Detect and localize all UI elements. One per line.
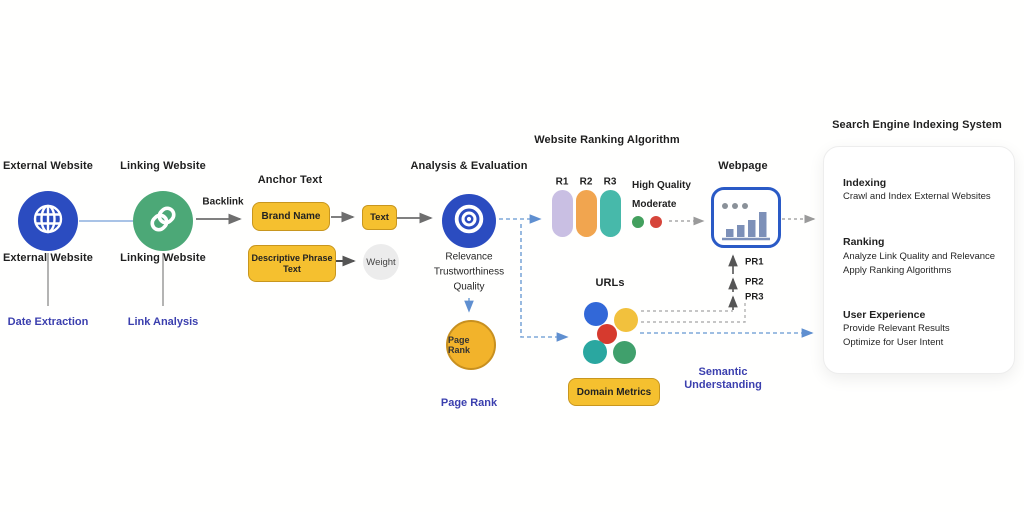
panel-heading-ranking: Ranking — [843, 236, 885, 248]
criterion-relevance: Relevance — [445, 251, 493, 263]
pr1-label: PR1 — [745, 256, 764, 268]
url-circle-green — [613, 341, 636, 364]
panel-heading-indexing: Indexing — [843, 177, 887, 189]
indexing-system-title: Search Engine Indexing System — [832, 119, 1002, 131]
webpage-title: Webpage — [718, 160, 768, 172]
external-website-node — [18, 191, 78, 251]
quality-dot-red — [650, 216, 662, 228]
weight-node: Weight — [363, 244, 399, 280]
rank-pill-r3 — [600, 190, 621, 237]
domain-metrics-node: Domain Metrics — [568, 378, 660, 406]
panel-line-provide: Provide Relevant Results — [843, 323, 950, 334]
panel-line-crawl: Crawl and Index External Websites — [843, 191, 991, 202]
page-rank-caption: Page Rank — [440, 397, 498, 409]
criterion-quality: Quality — [453, 281, 485, 293]
globe-icon — [28, 199, 68, 244]
date-extraction-label: Date Extraction — [7, 316, 89, 328]
linking-website-title: Linking Website — [120, 160, 206, 172]
external-website-title: External Website — [2, 160, 94, 172]
pr3-label: PR3 — [745, 291, 764, 303]
panel-line-apply: Apply Ranking Algorithms — [843, 265, 952, 276]
criterion-trustworthiness: Trustworthiness — [433, 266, 505, 278]
browser-dots-icon — [722, 196, 752, 214]
linking-website-node — [133, 191, 193, 251]
bullseye-icon — [450, 200, 488, 243]
linking-website-caption: Linking Website — [120, 252, 206, 264]
panel-heading-user-experience: User Experience — [843, 309, 926, 321]
quality-dot-green — [632, 216, 644, 228]
high-quality-label: High Quality — [632, 180, 691, 191]
analysis-criteria: Relevance Trustworthiness Quality — [434, 250, 504, 295]
link-analysis-label: Link Analysis — [127, 316, 199, 328]
pill-label-r2: R2 — [579, 176, 593, 188]
text-node: Text — [362, 205, 397, 230]
moderate-label: Moderate — [632, 199, 677, 210]
website-ranking-algorithm-title: Website Ranking Algorithm — [534, 134, 680, 146]
anchor-text-title: Anchor Text — [257, 174, 323, 186]
external-website-caption: External Website — [2, 252, 94, 264]
indexing-system-panel — [823, 146, 1015, 374]
rank-pill-r1 — [552, 190, 573, 237]
pill-label-r3: R3 — [603, 176, 617, 188]
panel-line-optimize: Optimize for User Intent — [843, 337, 944, 348]
descriptive-phrase-node: Descriptive Phrase Text — [248, 245, 336, 282]
urls-title: URLs — [595, 277, 625, 289]
webpage-browser-icon — [711, 187, 781, 248]
analysis-target-node — [442, 194, 496, 248]
bar-chart-icon — [719, 207, 773, 247]
brand-name-node: Brand Name — [252, 202, 330, 231]
url-circle-teal — [583, 340, 607, 364]
rank-pill-r2 — [576, 190, 597, 237]
link-chain-icon — [143, 199, 183, 244]
url-circle-red — [597, 324, 617, 344]
url-circle-yellow — [614, 308, 638, 332]
url-circle-blue — [584, 302, 608, 326]
backlink-label: Backlink — [202, 196, 244, 208]
panel-line-analyze: Analyze Link Quality and Relevance — [843, 251, 996, 262]
pill-label-r1: R1 — [555, 176, 569, 188]
semantic-understanding-label: Semantic Understanding — [684, 366, 762, 391]
analysis-evaluation-title: Analysis & Evaluation — [410, 160, 528, 172]
page-rank-node: Page Rank — [446, 320, 496, 370]
pr2-label: PR2 — [745, 276, 764, 288]
